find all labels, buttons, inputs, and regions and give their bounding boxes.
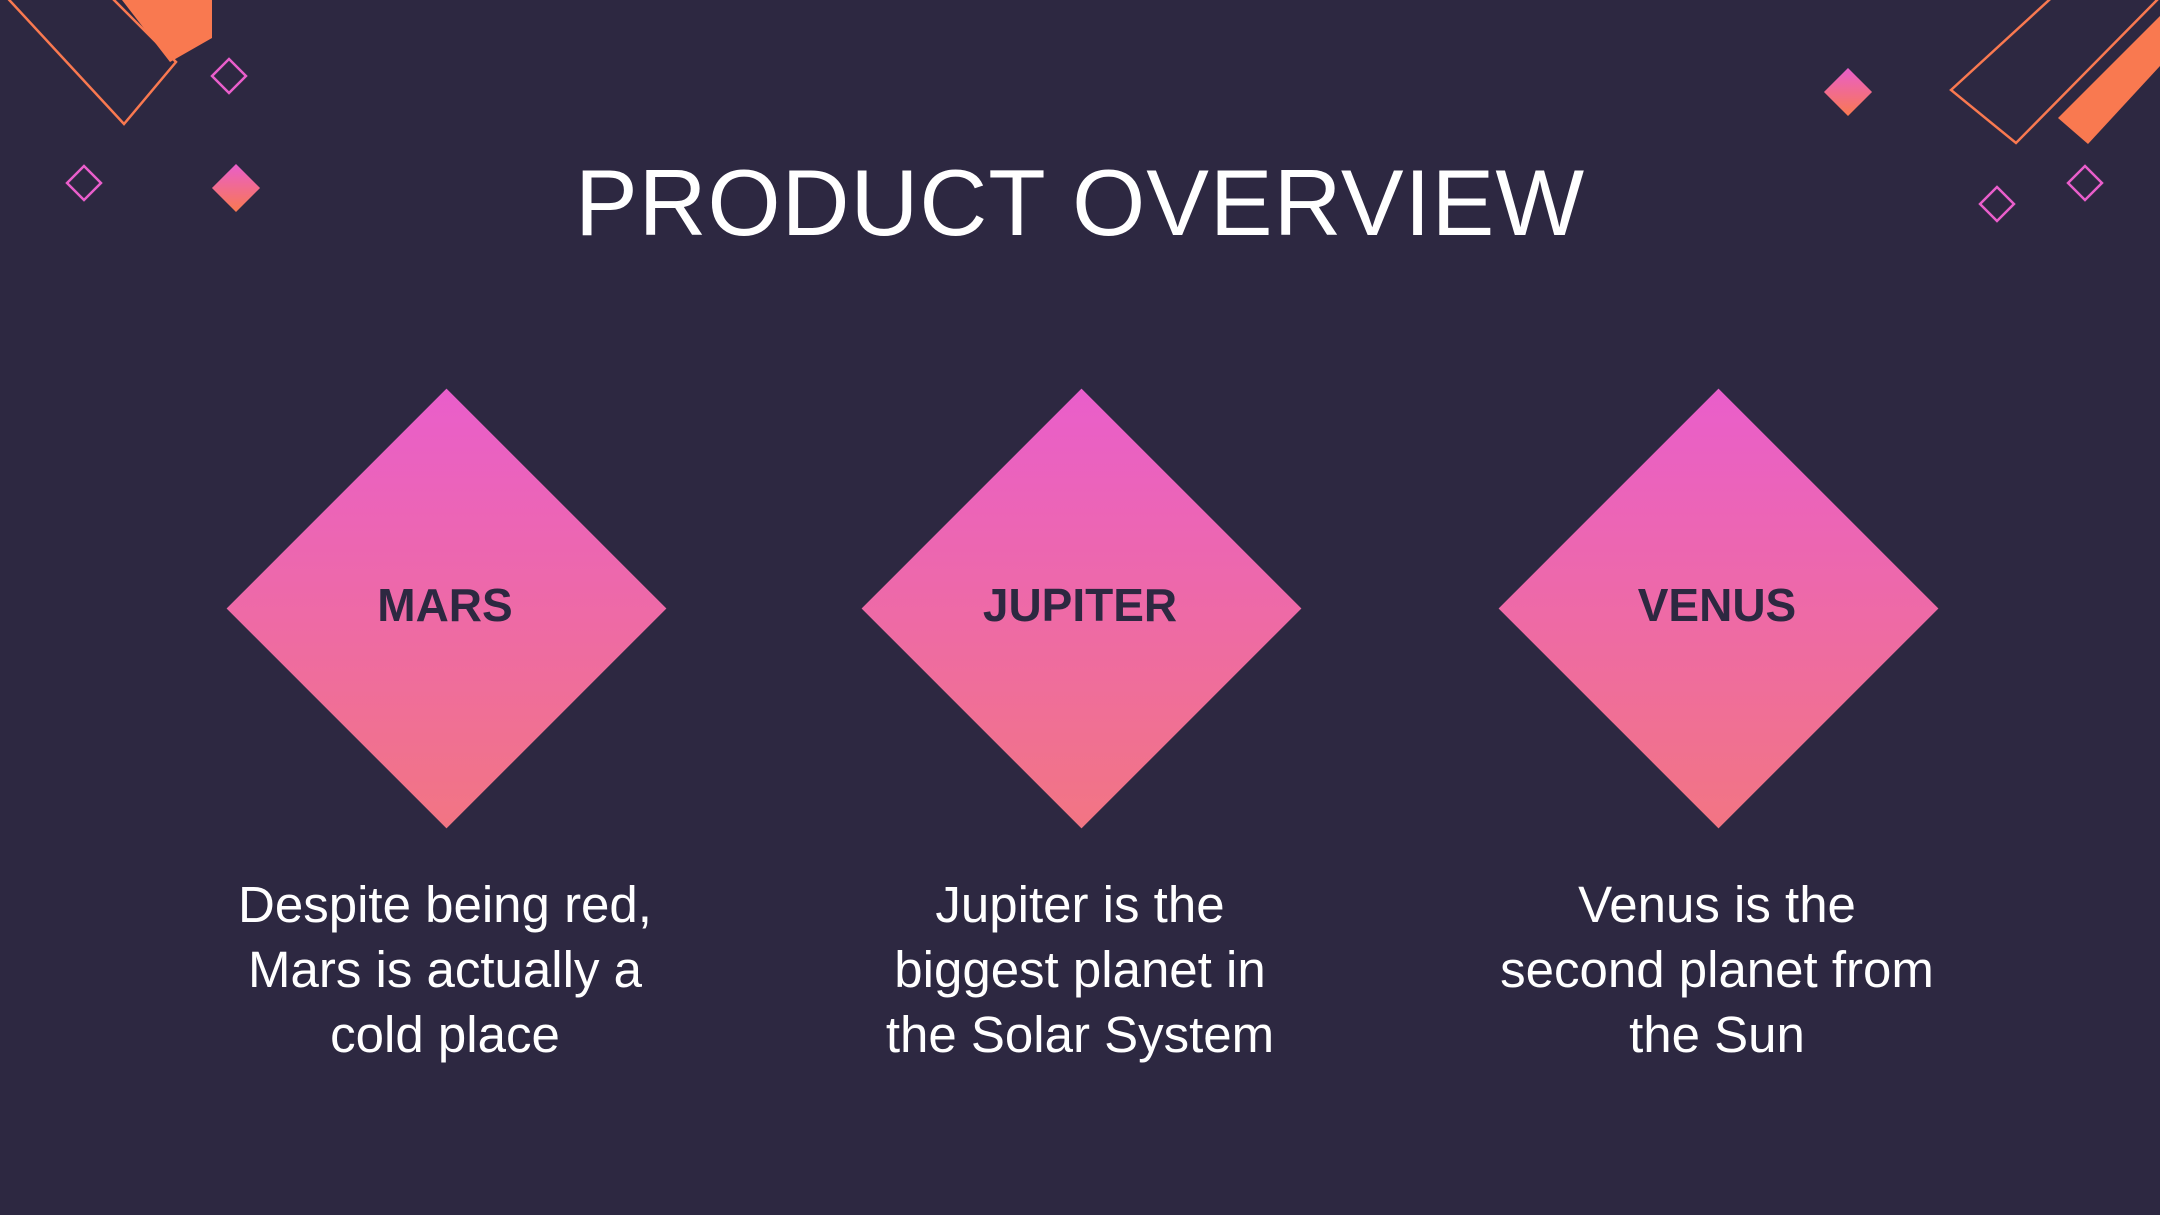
description-line: the Sun [1629,1006,1805,1063]
planet-description: Jupiter is the biggest planet in the Sol… [800,872,1360,1067]
top-left-decoration [7,0,261,213]
description-line: second planet from [1500,941,1934,998]
planet-name: JUPITER [982,579,1178,631]
diamond-solid-icon [1823,67,1873,117]
bar-solid-icon [122,0,212,62]
description-line: Despite being red, [238,876,652,933]
planet-description: Despite being red, Mars is actually a co… [165,872,725,1067]
planet-description: Venus is the second planet from the Sun [1437,872,1997,1067]
diamond-container: JUPITER [860,387,1302,829]
card-venus: VENUS Venus is the second planet from th… [1497,387,1939,1063]
diamond-container: MARS [225,387,667,829]
description-line: cold place [330,1006,560,1063]
card-mars: MARS Despite being red, Mars is actually… [225,387,667,1063]
card-jupiter: JUPITER Jupiter is the biggest planet in… [860,387,1302,1063]
description-line: Mars is actually a [248,941,642,998]
bar-outline-icon [7,0,178,126]
description-line: the Solar System [885,1006,1275,1063]
description-line: Venus is the [1578,876,1856,933]
description-line: biggest planet in [894,941,1266,998]
diamond-outline-icon [65,164,103,202]
page-title: PRODUCT OVERVIEW [574,150,1586,255]
description-line: Jupiter is the [935,876,1225,933]
planet-name: VENUS [1637,579,1797,631]
bar-solid-icon [2058,16,2160,144]
diamond-outline-icon [210,57,248,95]
bar-outline-icon [1949,0,2159,145]
diamond-container: VENUS [1497,387,1939,829]
planet-name: MARS [377,579,513,631]
diamond-outline-icon [1978,185,2016,223]
diamond-solid-icon [211,163,261,213]
diamond-outline-icon [2066,164,2104,202]
